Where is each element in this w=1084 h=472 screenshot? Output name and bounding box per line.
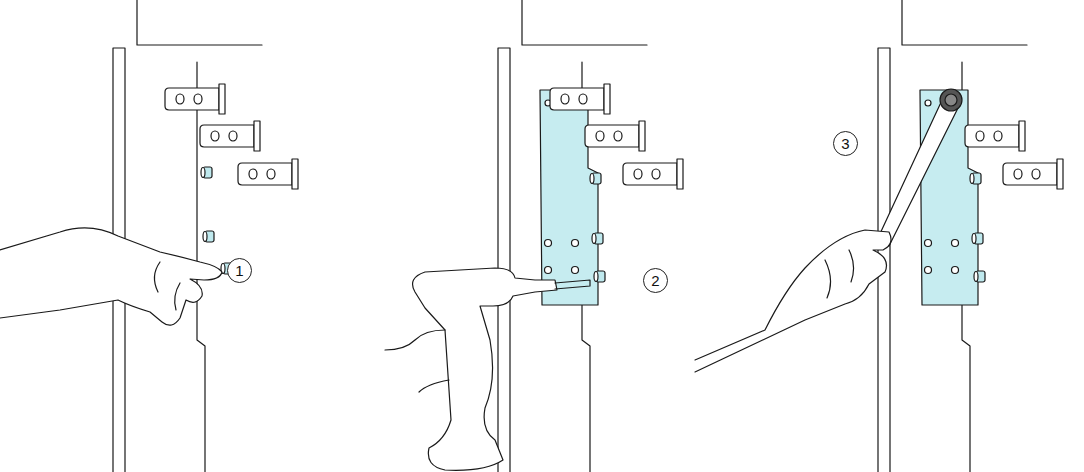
callout-text: 2 (651, 272, 659, 289)
callout-text: 3 (841, 135, 849, 152)
callout-number: 3 (833, 131, 858, 156)
callout-number: 1 (227, 258, 252, 283)
callout-text: 1 (235, 262, 243, 279)
wrench (878, 98, 959, 246)
drill (413, 268, 557, 470)
panel-three (695, 0, 1063, 472)
panel-two (385, 0, 683, 472)
gloved-hand (0, 228, 222, 325)
panel-one (0, 0, 298, 472)
gloved-hand (695, 230, 891, 372)
callout-number: 2 (643, 268, 668, 293)
